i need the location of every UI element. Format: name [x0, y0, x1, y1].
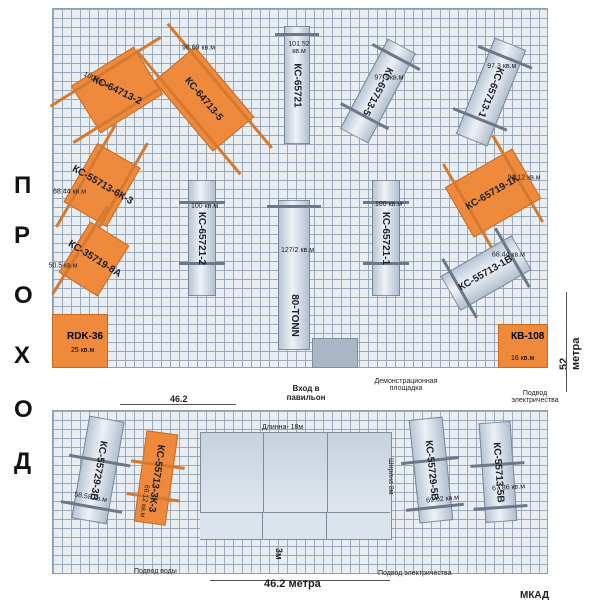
- crane-bottom-4: КС-55713-5В 67.86 кв.м: [470, 421, 528, 523]
- height-label: 3м: [274, 548, 284, 560]
- entrance-label: Вход в павильон: [286, 384, 326, 402]
- power-top-label: Подвод электричества: [511, 390, 559, 404]
- width-label: Ширина 8м: [387, 458, 394, 495]
- side-letter: П: [14, 172, 32, 199]
- crane-top-7: КС-65721-2 100 кв.м: [178, 180, 226, 296]
- side-letter: Р: [14, 222, 31, 249]
- rdk-name: RDK-36: [67, 331, 104, 342]
- side-letter: Х: [14, 342, 31, 369]
- demo-platform: [312, 338, 358, 368]
- crane-top-8: 80-TONN 127/2 кв.м: [267, 200, 321, 350]
- pavilion-base: [200, 512, 390, 539]
- dim-bottom-line: [210, 580, 390, 581]
- rdk-box: RDK-36 25 кв.м: [52, 314, 108, 368]
- mkad-label: МКАД: [520, 590, 550, 601]
- crane-top-3: КС-65721 101.52 кв.м: [275, 26, 319, 144]
- power-bottom-label: Подвод электричества: [378, 570, 452, 577]
- dim-52-line: [566, 292, 567, 392]
- demo-area-label: Демонстрационная площадка: [374, 378, 438, 392]
- dim-top-line: [120, 404, 236, 405]
- side-letter: О: [14, 282, 33, 309]
- kb-name: КВ-108: [511, 331, 545, 342]
- kb-area: 16 кв.м: [511, 355, 535, 362]
- rdk-area: 25 кв.м: [71, 347, 95, 354]
- side-letter: О: [14, 396, 33, 423]
- kb-box: КВ-108 16 кв.м: [498, 324, 548, 368]
- water-label: Подвод воды: [134, 568, 177, 575]
- side-letter: Д: [14, 448, 32, 475]
- crane-top-9: КС-65721-1 100 кв.м: [362, 180, 410, 296]
- dim-top-label: 46.2: [170, 394, 188, 404]
- dim-52-label: 52 метра: [558, 337, 582, 370]
- length-label: Длинна- 18м: [262, 424, 304, 431]
- dim-bottom-label: 46.2 метра: [264, 578, 321, 590]
